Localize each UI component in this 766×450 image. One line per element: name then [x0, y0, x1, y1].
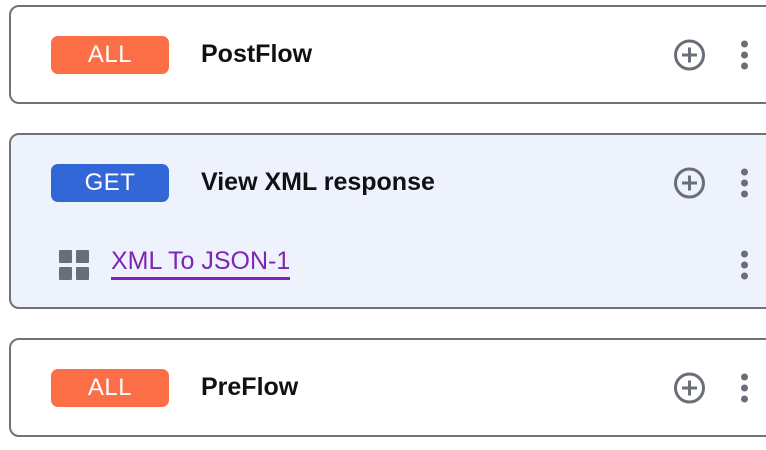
grid-square [76, 266, 89, 280]
kebab-menu-icon[interactable] [733, 167, 755, 198]
row-actions [674, 39, 755, 70]
kebab-dot [740, 190, 748, 197]
method-badge-all: ALL [51, 35, 169, 74]
kebab-dot [740, 62, 748, 69]
kebab-menu-icon[interactable] [733, 39, 755, 70]
method-badge-all: ALL [51, 368, 169, 407]
row-actions [674, 372, 755, 403]
flow-card-postflow[interactable]: ALL PostFlow [9, 5, 766, 104]
flow-step-row[interactable]: XML To JSON-1 [11, 222, 766, 307]
flow-title: View XML response [201, 168, 435, 196]
method-badge-get: GET [51, 163, 169, 202]
add-circle-icon[interactable] [674, 372, 705, 403]
row-actions [674, 249, 755, 280]
flow-header-row[interactable]: ALL PostFlow [11, 7, 766, 102]
flow-card-view-xml-response[interactable]: GET View XML response XML To JSON-1 [9, 133, 766, 309]
kebab-dot [740, 373, 748, 380]
add-circle-icon[interactable] [674, 39, 705, 70]
kebab-dot [740, 51, 748, 58]
flow-header-row[interactable]: ALL PreFlow [11, 340, 766, 435]
kebab-menu-icon[interactable] [733, 372, 755, 403]
kebab-dot [740, 40, 748, 47]
kebab-dot [740, 168, 748, 175]
kebab-menu-icon[interactable] [733, 249, 755, 280]
flow-title: PreFlow [201, 373, 299, 401]
policy-grid-icon [59, 249, 89, 280]
grid-square [59, 249, 72, 263]
grid-square [59, 266, 72, 280]
add-circle-icon[interactable] [674, 167, 705, 198]
kebab-dot [740, 395, 748, 402]
kebab-dot [740, 261, 748, 268]
policy-link-xml-to-json-1[interactable]: XML To JSON-1 [111, 249, 291, 280]
kebab-dot [740, 250, 748, 257]
kebab-dot [740, 384, 748, 391]
kebab-dot [740, 272, 748, 279]
flow-title: PostFlow [201, 40, 313, 68]
grid-square [76, 249, 89, 263]
flow-header-row[interactable]: GET View XML response [11, 135, 766, 230]
row-actions [674, 167, 755, 198]
flow-card-preflow[interactable]: ALL PreFlow [9, 338, 766, 437]
kebab-dot [740, 179, 748, 186]
